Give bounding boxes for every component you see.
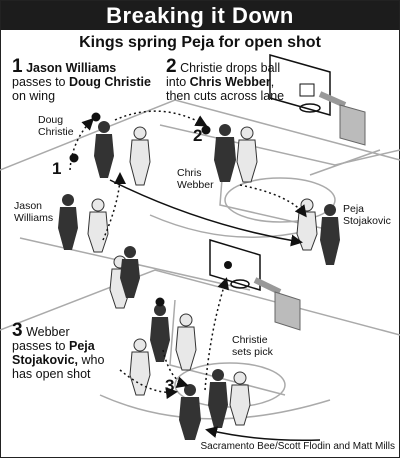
play-arrows (69, 110, 321, 442)
step-3-mid: Peja Stojakovic, (12, 339, 95, 367)
subtitle: Kings spring Peja for open shot (79, 34, 321, 51)
page-title: Breaking it Down (1, 1, 399, 30)
marker-1: 1 (52, 159, 62, 178)
backboard-top (269, 54, 366, 146)
step-2-tail: then cuts across lane (166, 89, 285, 103)
player-defender-1 (87, 198, 109, 253)
player-defender-3 (236, 126, 258, 183)
step-2-post: , (270, 75, 275, 89)
step-2: 2 Christie drops ball into Chris Webber,… (166, 57, 291, 103)
step-1-pre: Jason Williams (26, 61, 117, 75)
credit-line: Sacramento Bee/Scott Flodin and Matt Mil… (200, 441, 395, 452)
label-doug-christie: Doug Christie (38, 114, 74, 138)
step-1-mid: passes to (12, 75, 69, 89)
player-peja-low (179, 384, 201, 440)
step-1: 1 Jason Williams passes to Doug Christie… (12, 57, 152, 103)
player-defender-6 (175, 313, 197, 371)
step-1-tail: on wing (12, 89, 56, 103)
player-doug-christie (94, 121, 114, 178)
player-offense-low (120, 246, 140, 298)
step-2-number: 2 (166, 56, 177, 77)
step-3-tail: who has open shot (12, 353, 105, 381)
label-peja-stojakovic: Peja Stojakovic (343, 203, 391, 227)
label-christie-pick: Christie sets pick (232, 334, 273, 358)
player-defender-8 (229, 371, 251, 426)
player-defender-2 (129, 126, 151, 186)
player-defender-7 (129, 338, 151, 396)
step-3-number: 3 (12, 320, 23, 341)
player-jason-williams (58, 194, 78, 250)
label-chris-webber: Chris Webber (177, 167, 214, 191)
step-1-post: Doug Christie (68, 75, 151, 89)
player-peja-stojakovic (320, 204, 340, 265)
marker-3: 3 (165, 376, 175, 395)
player-webber-low (150, 304, 170, 362)
player-chris-webber (214, 124, 236, 182)
backboard-bottom (209, 238, 301, 331)
step-2-mid: Chris Webber (189, 75, 271, 89)
step-3: 3 Webber passes to Peja Stojakovic, who … (12, 321, 112, 381)
player-defender-4 (296, 198, 318, 251)
label-jason-williams: Jason Williams (14, 200, 54, 224)
step-3-pre: Webber passes to (12, 325, 70, 353)
player-christie-low (208, 369, 228, 428)
step-2-pre: Christie drops ball into (166, 61, 281, 89)
step-1-number: 1 (12, 56, 23, 77)
marker-2: 2 (193, 126, 203, 145)
